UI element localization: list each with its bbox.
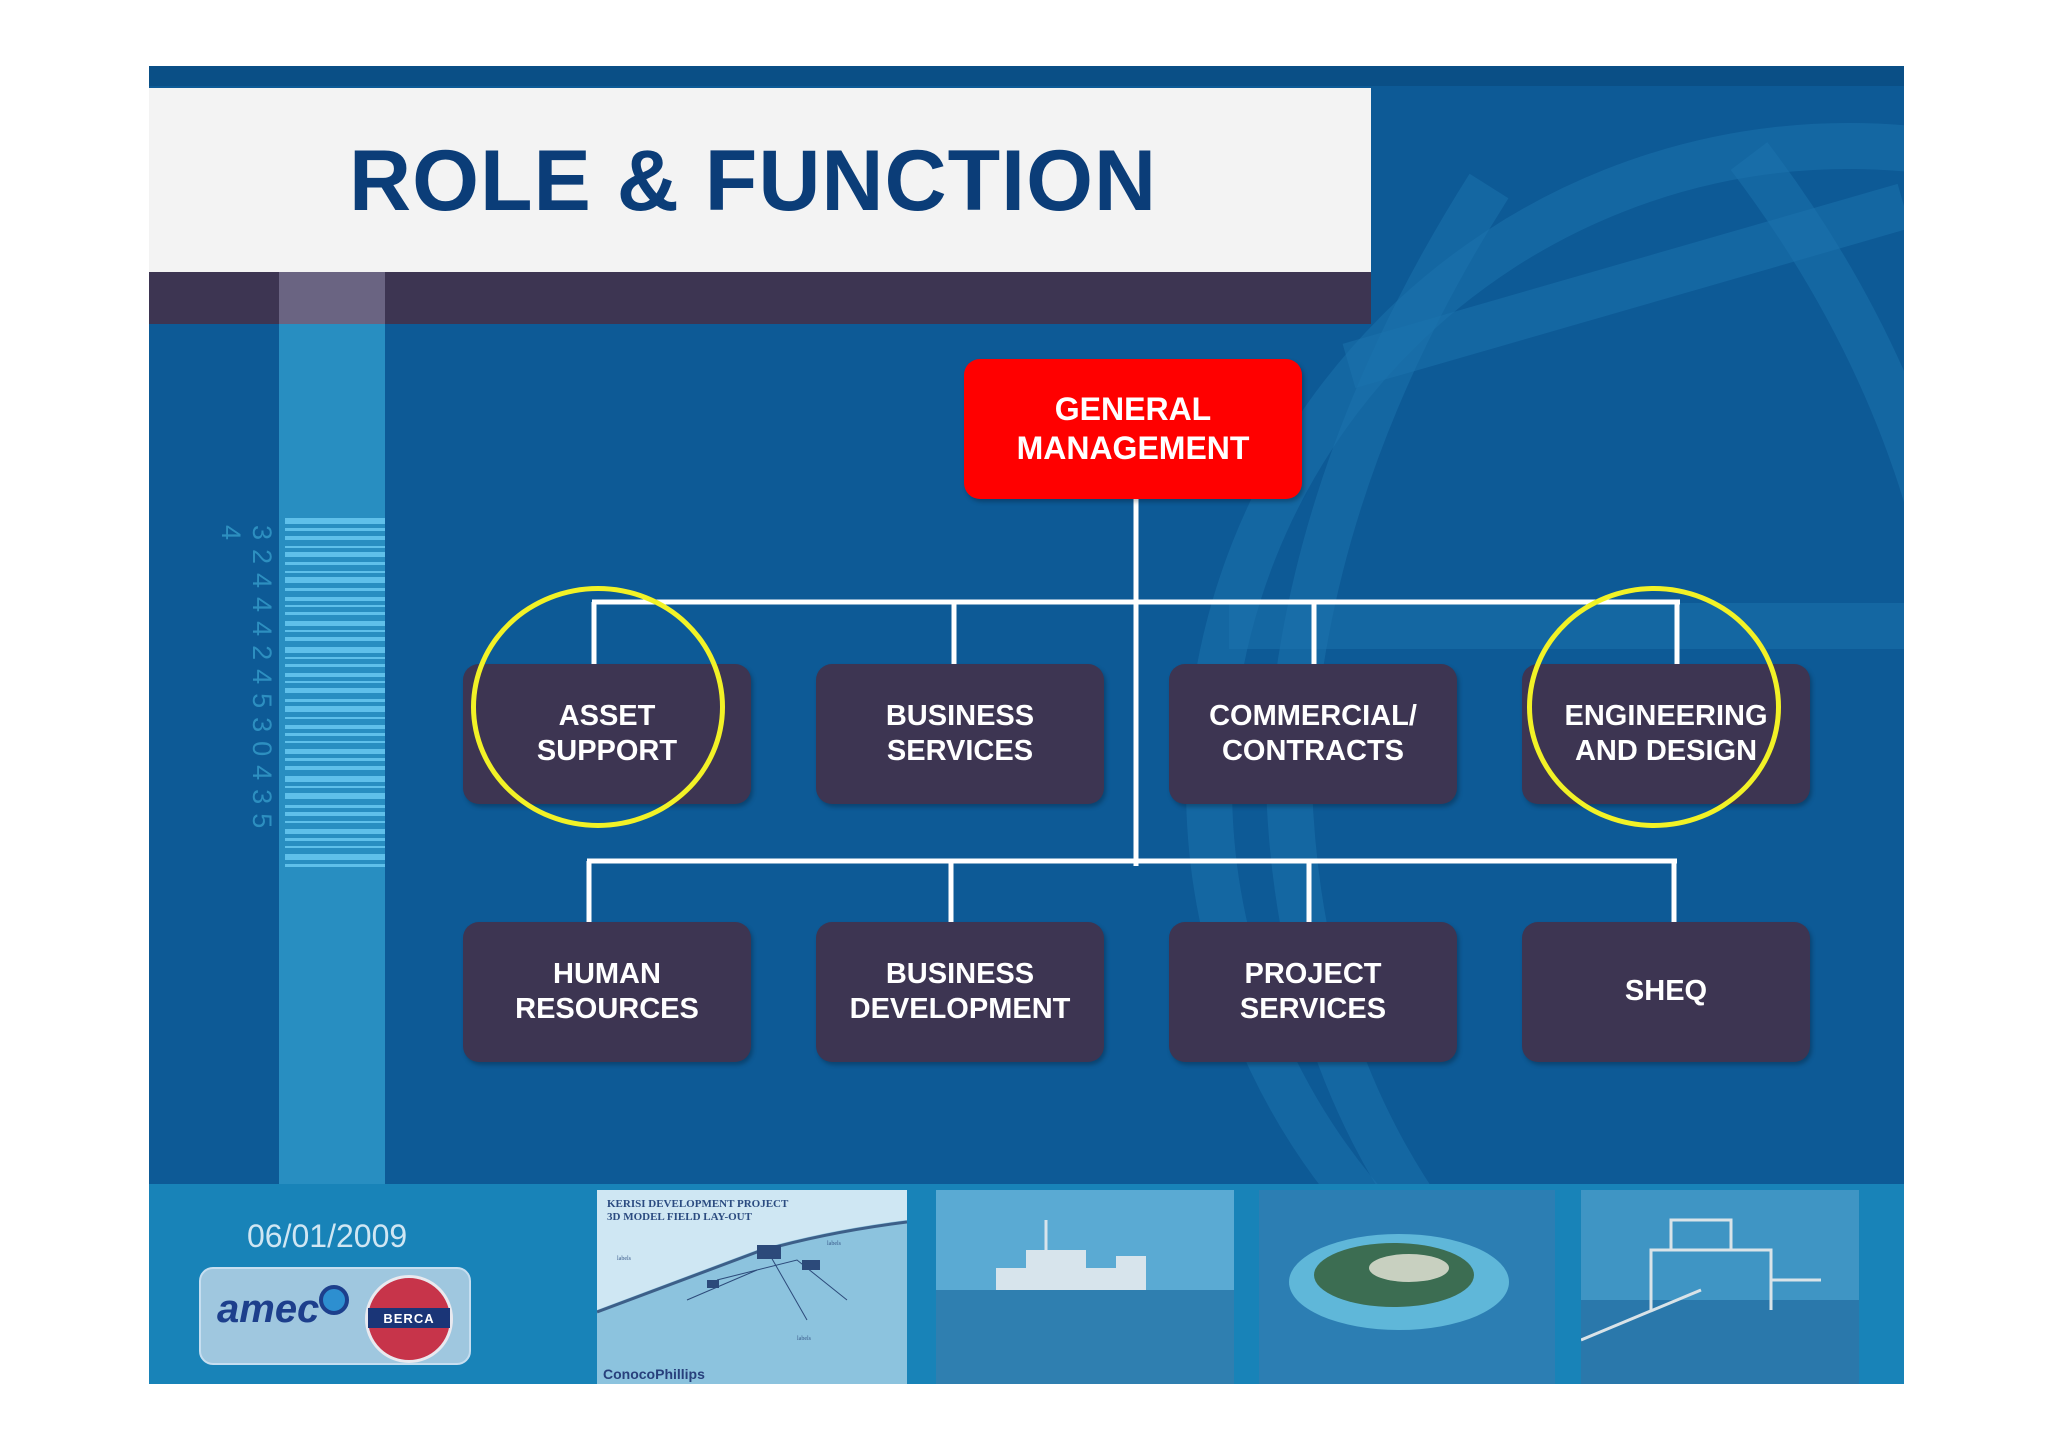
vertical-strip-cap — [279, 272, 385, 324]
node-project-services: PROJECT SERVICES — [1169, 922, 1457, 1062]
org-connectors — [586, 498, 1680, 924]
node-business-development: BUSINESS DEVELOPMENT — [816, 922, 1104, 1062]
slide-title: ROLE & FUNCTION — [349, 133, 1158, 229]
field-layout-map: labels labels labels — [597, 1190, 907, 1384]
slide-top-bar — [149, 66, 1904, 86]
svg-text:labels: labels — [827, 1241, 842, 1247]
node-general-management: GENERAL MANAGEMENT — [964, 359, 1302, 499]
photo-offshore-platform — [1581, 1190, 1859, 1384]
photo-island-aerial — [1259, 1190, 1555, 1384]
barcode-graphic — [285, 518, 385, 867]
company-logos: amec BERCA — [199, 1267, 471, 1365]
photo-field-layout: labels labels labels KERISI DEVELOPMENT … — [597, 1190, 907, 1384]
slide: ROLE & FUNCTION 3244424530435 4 GENERAL … — [149, 66, 1904, 1384]
amec-logo: amec — [217, 1287, 320, 1331]
node-sheq: SHEQ — [1522, 922, 1810, 1062]
photo-caption: KERISI DEVELOPMENT PROJECT 3D MODEL FIEL… — [607, 1198, 789, 1224]
node-commercial-contracts: COMMERCIAL/ CONTRACTS — [1169, 664, 1457, 804]
node-human-resources: HUMAN RESOURCES — [463, 922, 751, 1062]
svg-text:labels: labels — [617, 1256, 632, 1262]
slide-date: 06/01/2009 — [247, 1218, 408, 1254]
highlight-ring-asset-support — [471, 586, 725, 828]
barcode-digits: 3244424530435 4 — [216, 525, 277, 838]
highlight-ring-engineering-and-design — [1527, 586, 1781, 828]
vertical-accent-strip — [279, 272, 385, 1254]
amec-logo-mark — [319, 1285, 349, 1315]
berca-logo: BERCA — [365, 1275, 453, 1363]
node-business-services: BUSINESS SERVICES — [816, 664, 1104, 804]
svg-text:labels: labels — [797, 1336, 812, 1342]
photo-offshore-vessel — [936, 1190, 1234, 1384]
title-panel: ROLE & FUNCTION — [149, 88, 1371, 272]
photo-footer-label: ConocoPhillips — [603, 1366, 705, 1382]
berca-logo-text: BERCA — [368, 1308, 450, 1328]
